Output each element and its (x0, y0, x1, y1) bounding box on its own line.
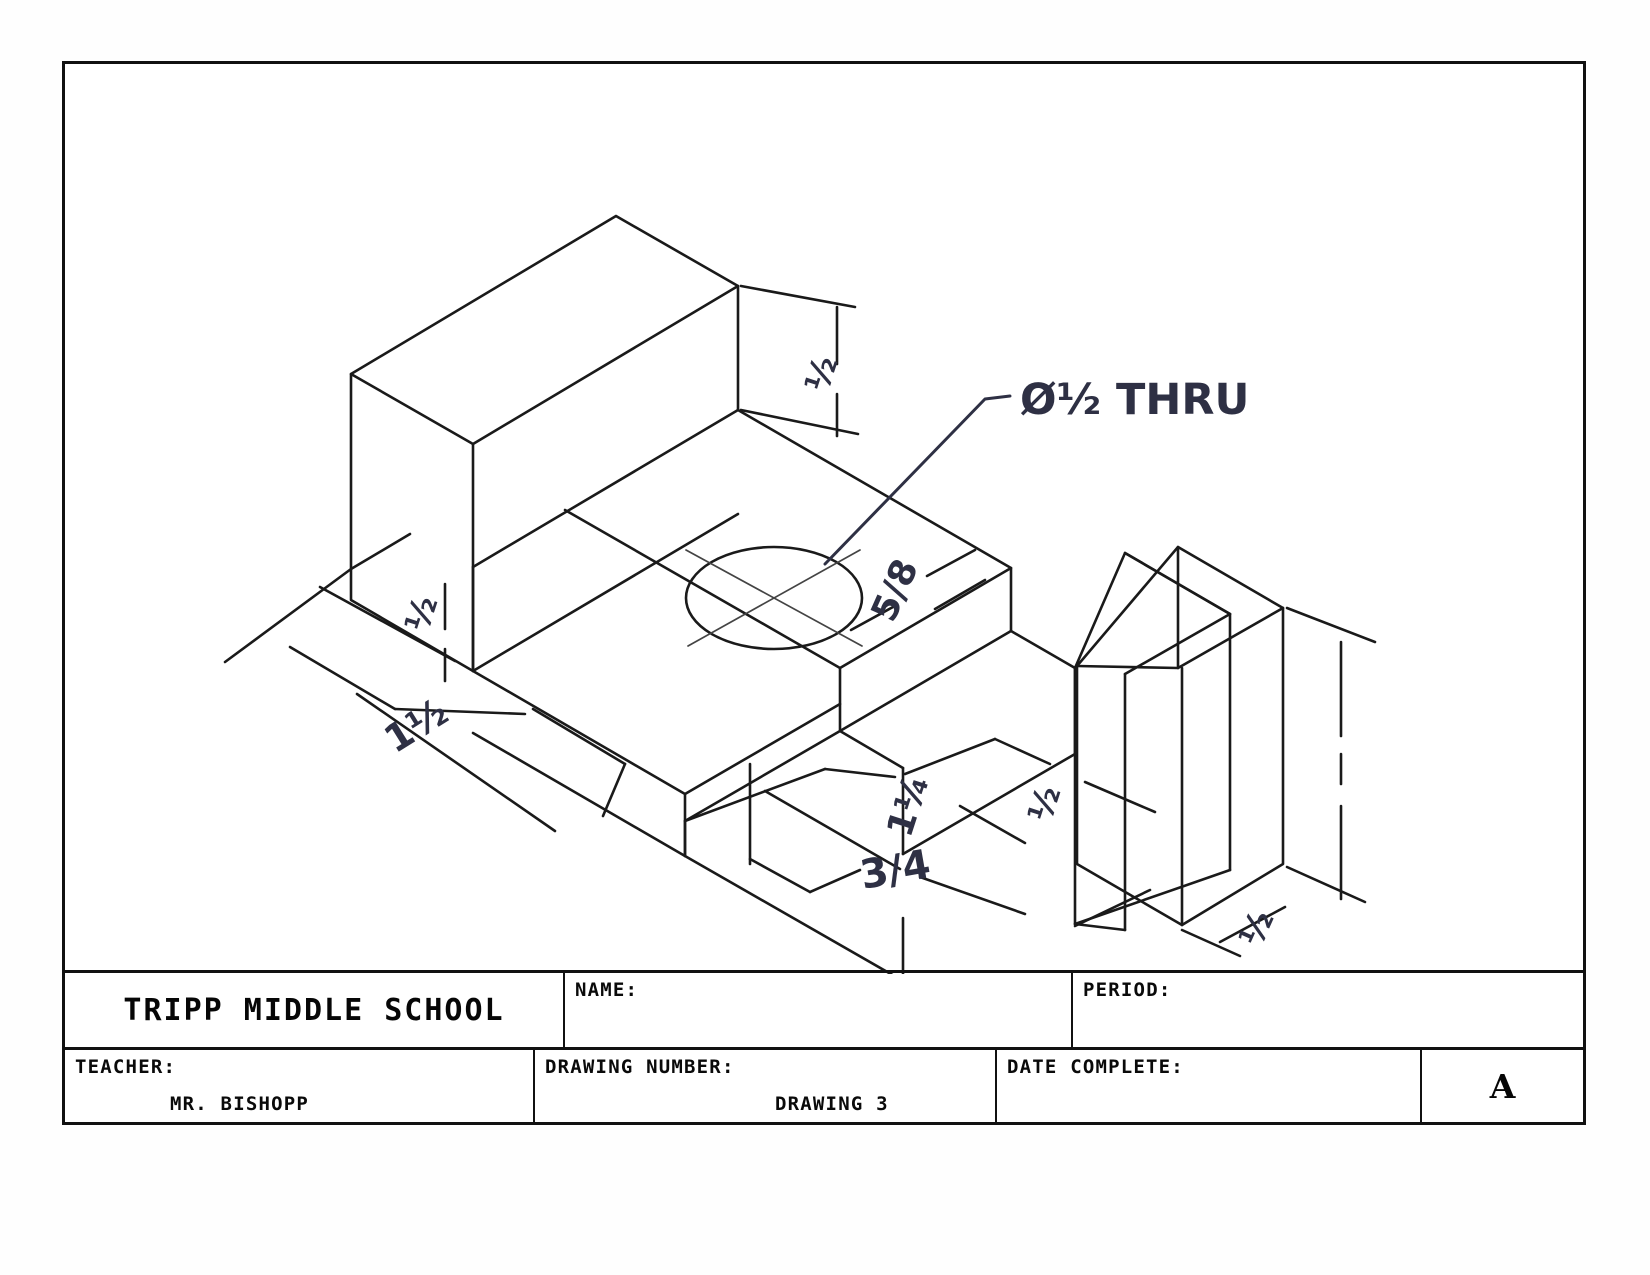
dim-base-depth (288, 645, 627, 833)
dim-notch-depth (903, 737, 1157, 814)
dim-front-step (748, 762, 1027, 916)
dim-base-thickness (223, 532, 457, 683)
isometric-drawing: .obj { fill:none; stroke:#1a1a1a; stroke… (223, 214, 1377, 974)
annotation-notch-width: 1¼ (880, 770, 938, 842)
annotation-hole-callout: Ø½ THRU (1020, 375, 1249, 425)
teacher-value[interactable]: MR. BISHOPP (170, 1092, 310, 1115)
dim-hole-offset (849, 548, 987, 632)
dim-label-notch-depth: ½ (1021, 781, 1070, 827)
drawing-area: .obj { fill:none; stroke:#1a1a1a; stroke… (65, 64, 1583, 974)
right-upright-block (1075, 545, 1285, 927)
revision-letter-cell: A (1422, 1050, 1583, 1122)
date-complete-label: DATE COMPLETE: (1007, 1056, 1184, 1078)
title-block-row-bottom: TEACHER: MR. BISHOPP DRAWING NUMBER: DRA… (65, 1047, 1583, 1122)
dim-right-block-width (1073, 888, 1287, 958)
dim-right-height (1285, 606, 1377, 904)
dim-notch-width (683, 767, 1027, 871)
title-block-row-top: TRIPP MIDDLE SCHOOL NAME: PERIOD: (65, 973, 1583, 1047)
school-name: TRIPP MIDDLE SCHOOL (123, 992, 505, 1028)
hole-callout-leader (823, 394, 1012, 566)
name-field-cell[interactable]: NAME: (565, 973, 1073, 1047)
date-complete-field-cell[interactable]: DATE COMPLETE: (997, 1050, 1422, 1122)
sheet-border-frame: .obj { fill:none; stroke:#1a1a1a; stroke… (62, 61, 1586, 1125)
drawing-number-field-cell[interactable]: DRAWING NUMBER: DRAWING 3 (535, 1050, 997, 1122)
drawing-number-label: DRAWING NUMBER: (545, 1056, 735, 1078)
title-block: TRIPP MIDDLE SCHOOL NAME: PERIOD: TEACHE… (65, 970, 1583, 1122)
annotation-notch-depth: ½ (1021, 781, 1070, 827)
teacher-field-cell[interactable]: TEACHER: MR. BISHOPP (65, 1050, 535, 1122)
teacher-label: TEACHER: (75, 1056, 177, 1078)
drawing-number-value[interactable]: DRAWING 3 (775, 1092, 889, 1115)
dim-label-notch-width: 1¼ (880, 770, 938, 842)
dim-backwall-height (739, 284, 860, 438)
dim-label-base-depth: 1½ (376, 689, 455, 761)
object-outline (349, 214, 1232, 974)
hole-callout-text: Ø½ THRU (1020, 375, 1249, 425)
through-hole (684, 545, 864, 651)
school-name-cell: TRIPP MIDDLE SCHOOL (65, 973, 565, 1047)
revision-letter: A (1489, 1066, 1516, 1106)
period-label: PERIOD: (1083, 979, 1172, 1001)
name-label: NAME: (575, 979, 639, 1001)
dim-label-backwall-height: ½ (798, 351, 847, 397)
period-field-cell[interactable]: PERIOD: (1073, 973, 1583, 1047)
annotation-base-depth: 1½ (376, 689, 455, 761)
annotation-backwall-height: ½ (798, 351, 847, 397)
